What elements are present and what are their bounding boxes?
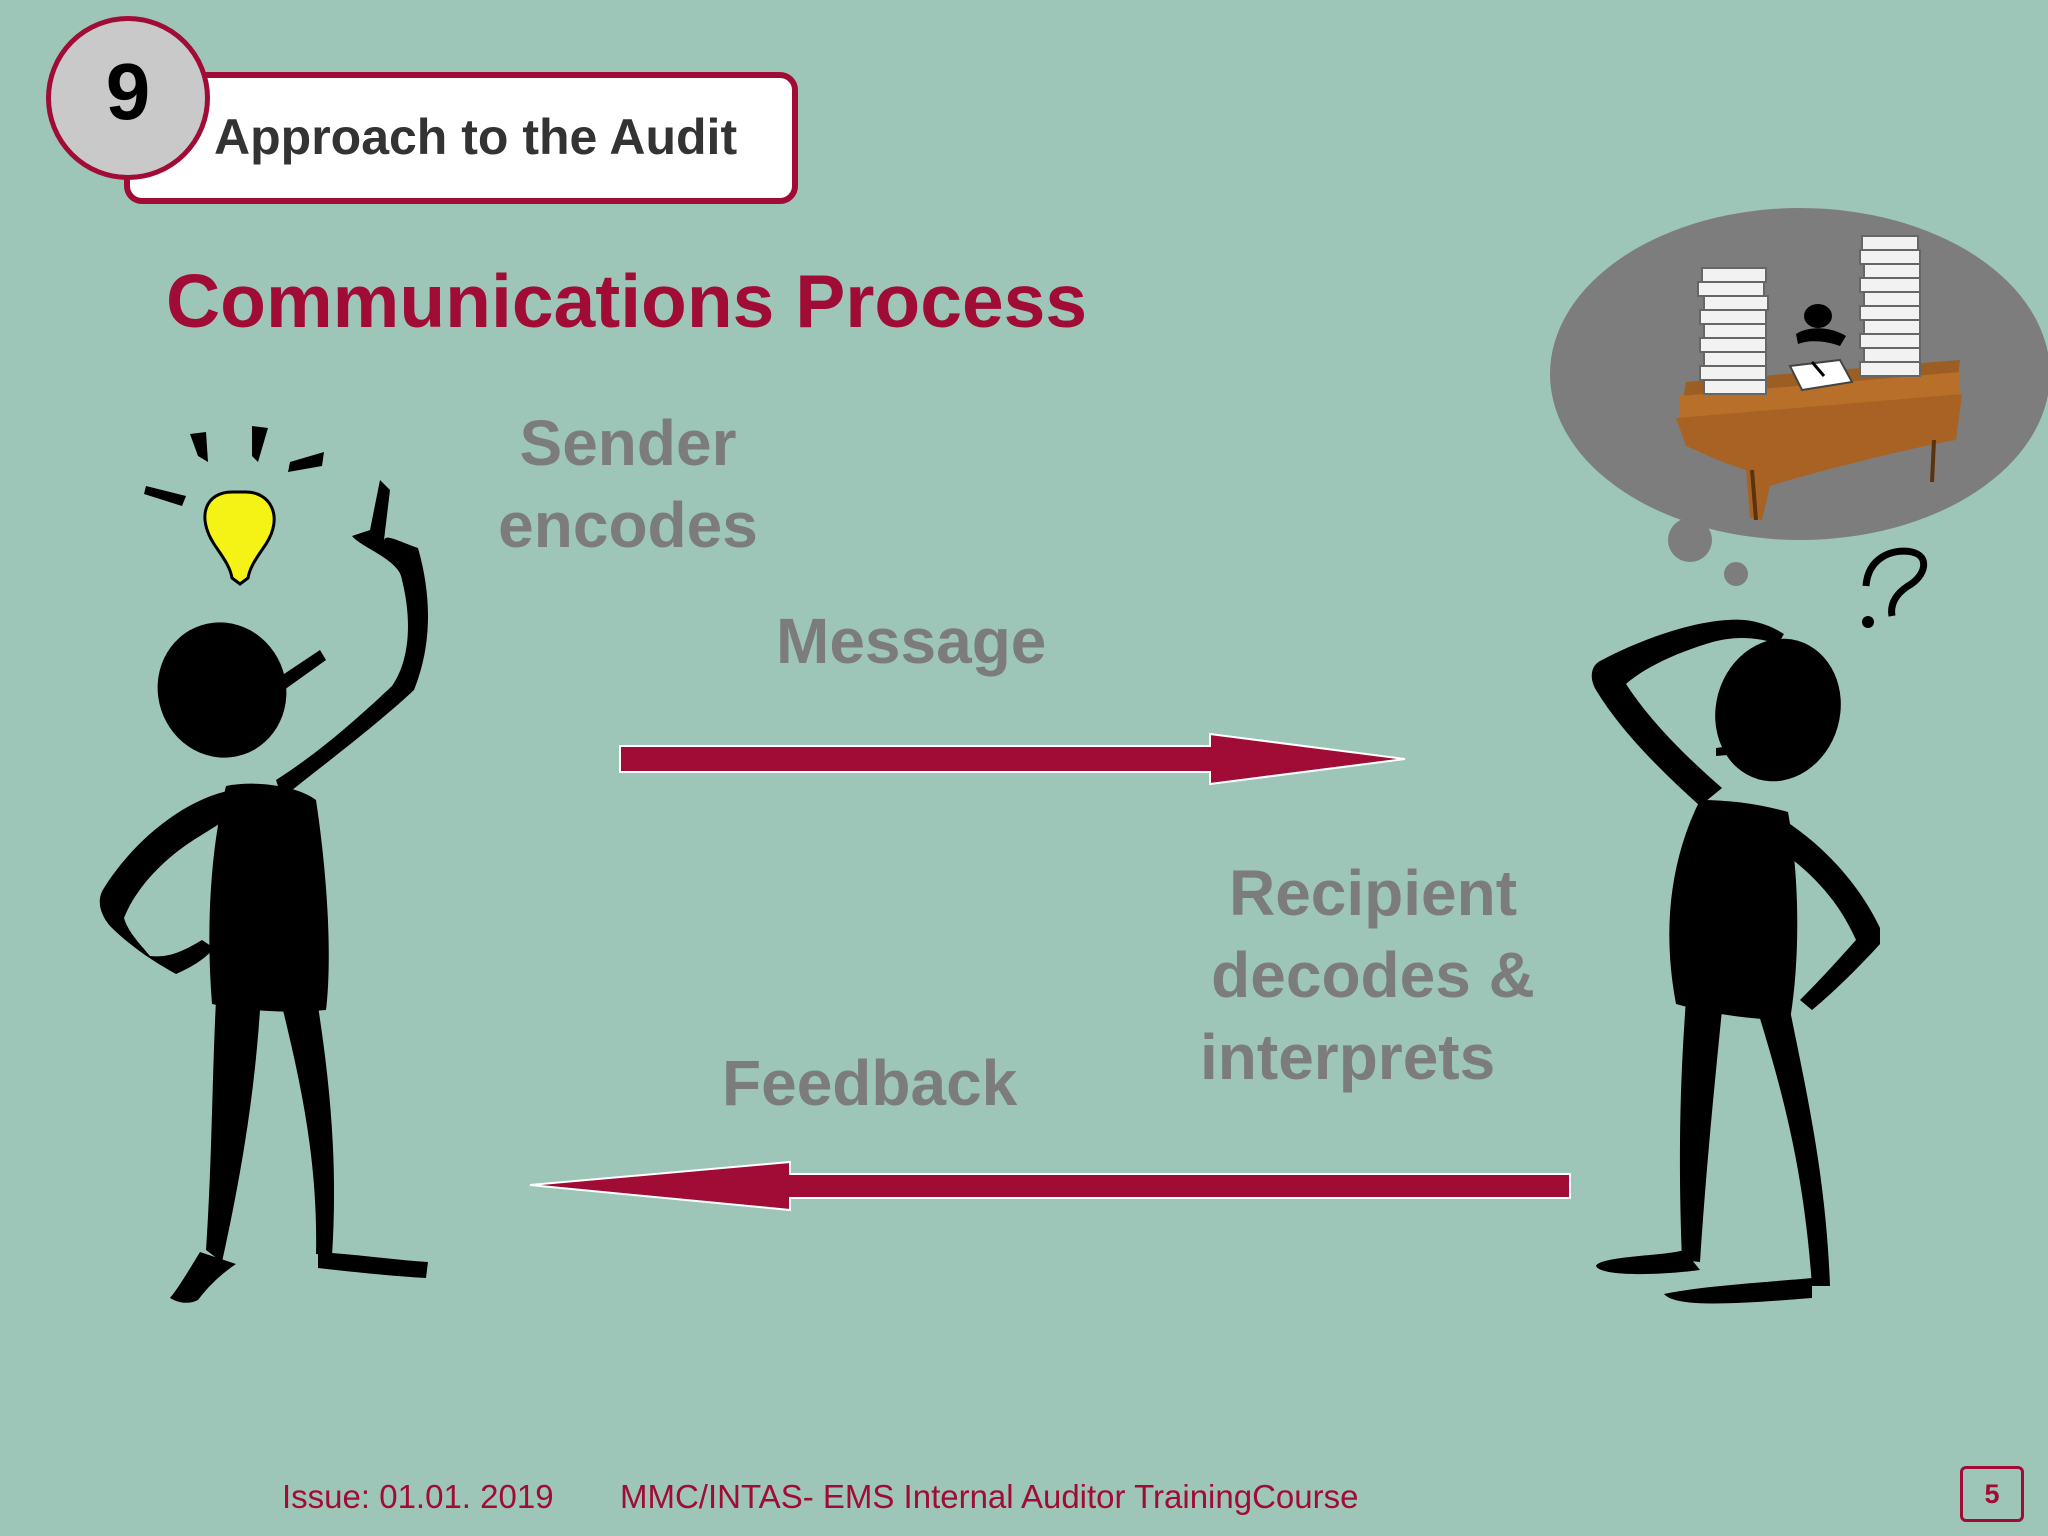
recipient-label-line: interprets: [1200, 1021, 1496, 1093]
header-banner: [124, 72, 798, 204]
footer-issue-date: Issue: 01.01. 2019: [282, 1478, 554, 1515]
page-number: 5: [1984, 1478, 2000, 1509]
page-number-box: 5: [1960, 1466, 2024, 1522]
sender-label-line: Sender: [519, 407, 737, 479]
slide-title: Communications Process: [166, 259, 1088, 343]
recipient-label-line: Recipient: [1228, 857, 1518, 929]
header-title: Approach to the Audit: [214, 109, 738, 165]
footer-course-title: MMC/INTAS- EMS Internal Auditor Training…: [620, 1478, 1359, 1515]
recipient-label-line: decodes &: [1211, 939, 1535, 1011]
sender-label: Sender encodes: [478, 402, 778, 566]
sender-label-line: encodes: [498, 489, 758, 561]
section-number-badge: 9: [46, 16, 210, 180]
feedback-label: Feedback: [722, 1047, 1018, 1119]
message-label: Message: [776, 605, 1047, 677]
recipient-label: Recipient decodes & interprets: [1198, 852, 1548, 1098]
section-number: 9: [105, 47, 151, 136]
